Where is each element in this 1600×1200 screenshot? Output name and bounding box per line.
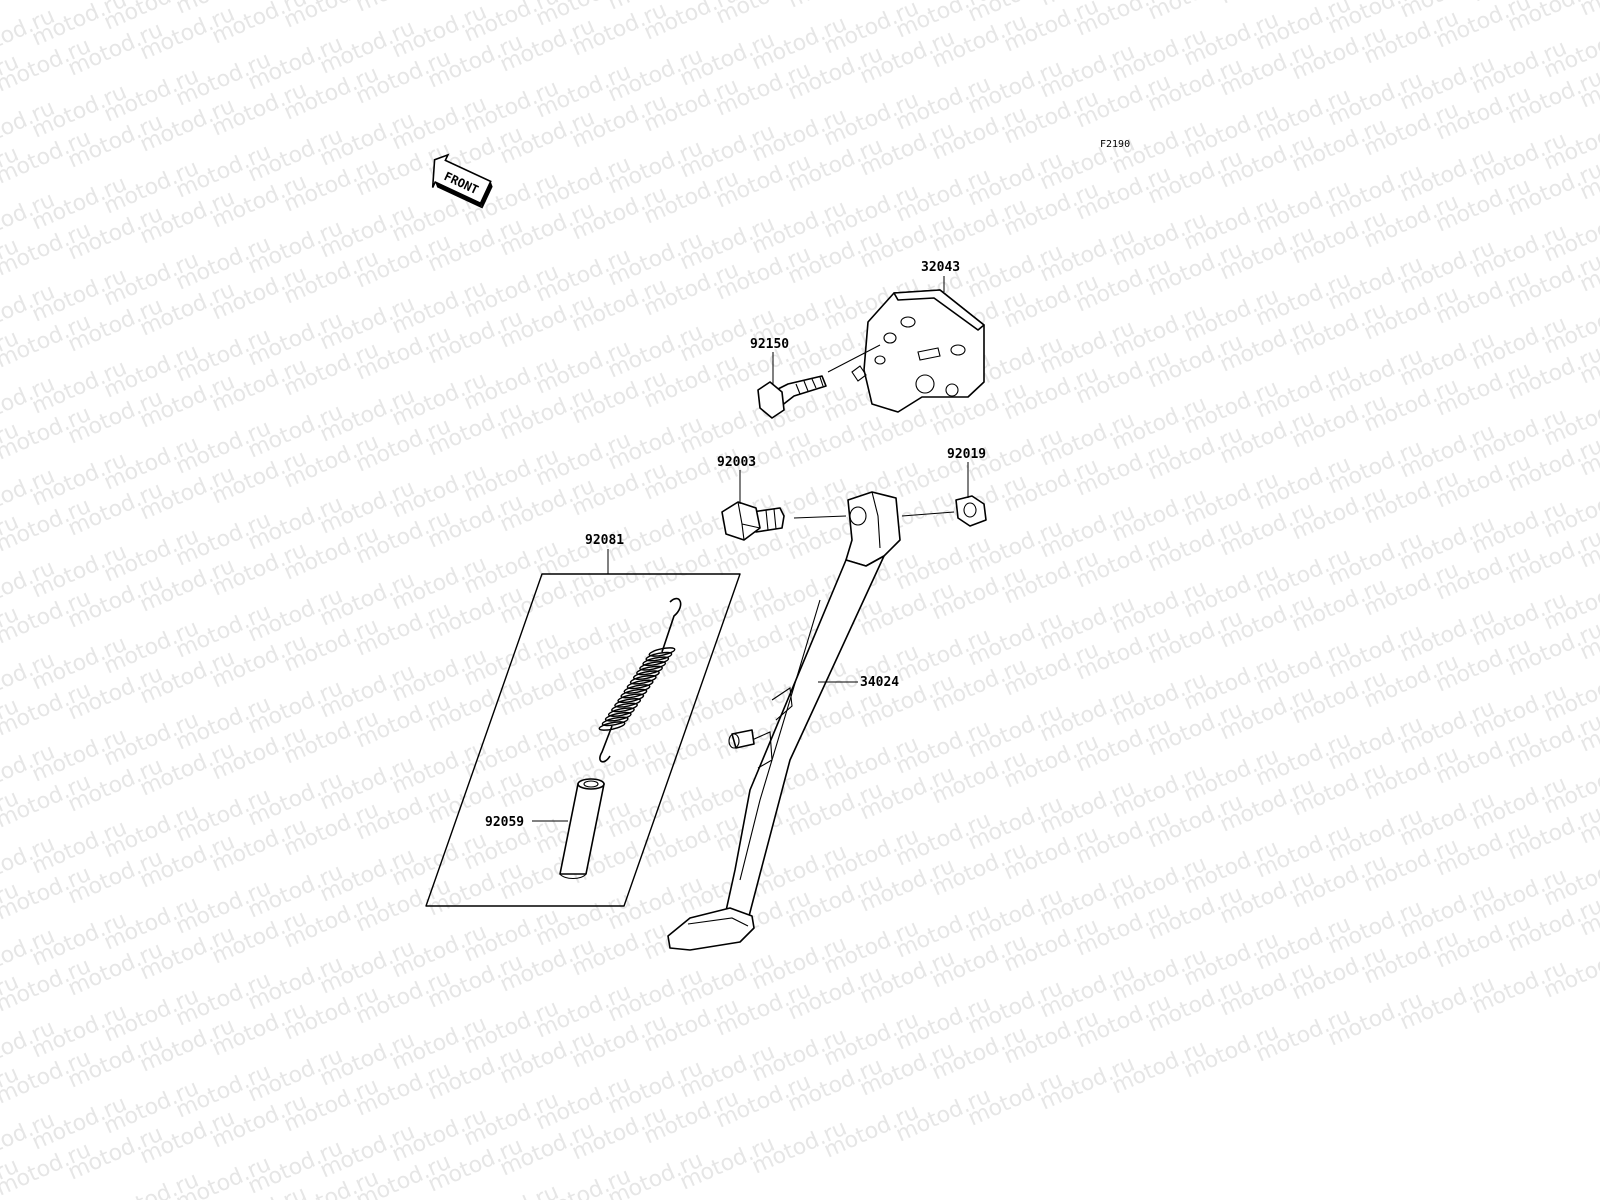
- nut-92019: [955, 495, 987, 527]
- spring-coil: [648, 647, 676, 657]
- spring-coil: [598, 721, 626, 731]
- label-92150: 92150: [750, 337, 789, 352]
- spring-coil: [614, 698, 642, 708]
- spring-coil: [604, 711, 632, 722]
- spring-coil: [642, 656, 670, 667]
- watermark-text: motod.ru: [1576, 0, 1600, 21]
- watermark-text: motod.ru: [784, 0, 886, 13]
- label-92003: 92003: [717, 455, 756, 470]
- spring-coil: [620, 688, 648, 699]
- leader-92019-to-stand: [901, 511, 955, 517]
- leader-92003-to-stand: [793, 515, 847, 519]
- label-34024: 34024: [860, 675, 899, 690]
- spring-coil: [636, 665, 663, 676]
- spring-92081: [598, 597, 682, 763]
- bolt-92150: [757, 375, 827, 419]
- spring-coil: [607, 707, 635, 717]
- bracket-32043: [851, 289, 985, 413]
- spring-coil: [617, 693, 645, 704]
- watermark-text: motod.ru: [352, 0, 454, 17]
- collar-92059: [559, 778, 605, 880]
- label-92059: 92059: [485, 815, 524, 830]
- watermark-text: motod.ru: [1216, 0, 1318, 9]
- spring-coil: [632, 670, 660, 680]
- spring-coil: [601, 716, 629, 727]
- diagram-code: F2190: [1100, 139, 1130, 150]
- label-92081: 92081: [585, 533, 624, 548]
- label-32043: 32043: [921, 260, 960, 275]
- side-stand-34024: [667, 491, 901, 951]
- spring-coil: [629, 674, 657, 685]
- spring-coil: [639, 661, 667, 671]
- label-92019: 92019: [947, 447, 986, 462]
- spring-coil: [626, 679, 654, 690]
- front-arrow-icon: FRONT: [431, 153, 493, 209]
- spring-coil: [623, 684, 651, 694]
- spring-coil: [611, 702, 638, 713]
- leader-92150-to-bracket: [827, 344, 881, 373]
- kit-box-92081: [425, 573, 741, 907]
- bolt-92003: [721, 501, 785, 541]
- spring-coil: [645, 651, 673, 662]
